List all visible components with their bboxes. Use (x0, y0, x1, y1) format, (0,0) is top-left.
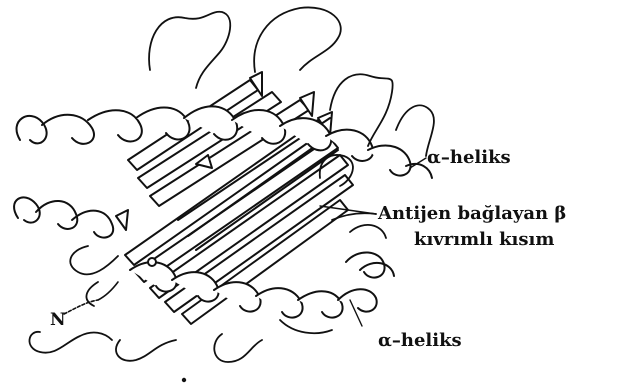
label-binding-site-line2: kıvrımlı kısım (414, 231, 554, 249)
strand-arrowhead (116, 210, 128, 230)
label-n-terminus: N (50, 312, 66, 329)
junction-dot (148, 258, 156, 266)
label-alpha-helix-bottom: α–heliks (378, 332, 462, 350)
label-binding-site-line1: Antijen bağlayan β (378, 205, 566, 223)
label-alpha-helix-top: α–heliks (427, 149, 511, 167)
stray-dot (183, 379, 185, 381)
